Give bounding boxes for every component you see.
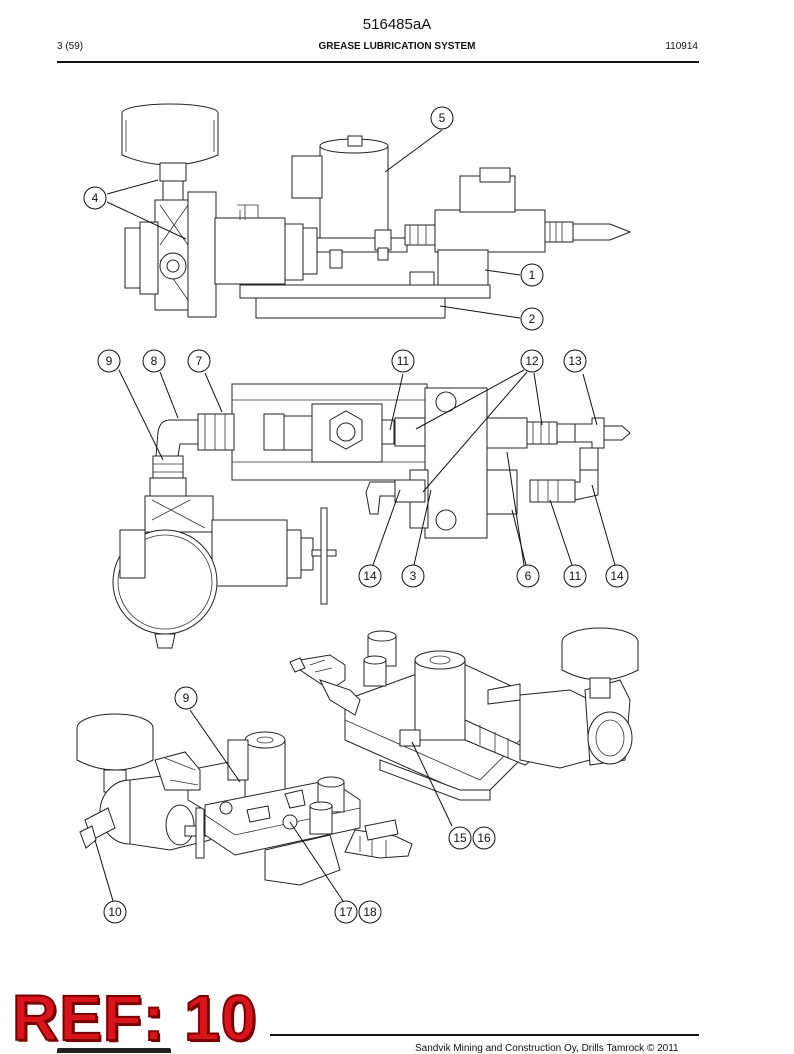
svg-text:10: 10 [108,905,122,919]
page-number: 3 (59) [57,41,84,52]
svg-text:3: 3 [410,569,417,583]
callout-8: 8 [142,349,166,373]
top-assembly-drawing [121,103,632,319]
callout-9-top: 9 [97,349,121,373]
callout-11-bottom: 11 [563,564,587,588]
callout-17: 17 [334,900,358,924]
ref-stamp: REF: 10 [11,982,258,1054]
bottom-left-assembly-drawing [76,713,413,886]
leader-lines [94,129,616,902]
svg-text:6: 6 [525,569,532,583]
callout-14-left: 14 [358,564,382,588]
callout-4: 4 [83,186,107,210]
bottom-right-assembly-drawing [289,627,639,801]
svg-text:17: 17 [339,905,353,919]
svg-text:2: 2 [529,312,536,326]
svg-text:18: 18 [363,905,377,919]
page-title: GREASE LUBRICATION SYSTEM [318,41,476,52]
footer-copyright: Sandvik Mining and Construction Oy, Dril… [415,1043,679,1054]
callout-12: 12 [520,349,544,373]
svg-text:11: 11 [397,354,410,368]
callout-6: 6 [516,564,540,588]
callout-1: 1 [520,263,544,287]
svg-text:9: 9 [183,691,190,705]
callout-7: 7 [187,349,211,373]
svg-text:11: 11 [569,569,582,583]
svg-text:16: 16 [477,831,491,845]
svg-text:9: 9 [106,354,113,368]
document-code: 110914 [665,41,698,52]
svg-text:13: 13 [568,354,582,368]
svg-text:12: 12 [525,354,539,368]
footer-rule [270,1034,699,1036]
callout-14-right: 14 [605,564,629,588]
document-id: 516485aA [362,16,432,33]
svg-text:4: 4 [92,191,99,205]
header-rule [57,61,699,63]
svg-text:1: 1 [529,268,536,282]
callout-15: 15 [448,826,472,850]
svg-text:8: 8 [151,354,158,368]
callout-5: 5 [430,106,454,130]
callout-3: 3 [401,564,425,588]
svg-text:7: 7 [196,354,203,368]
callout-16: 16 [472,826,496,850]
svg-text:15: 15 [453,831,467,845]
callout-18: 18 [358,900,382,924]
callout-13: 13 [563,349,587,373]
callout-9-bottom: 9 [174,686,198,710]
middle-assembly-drawing [112,383,631,649]
svg-text:14: 14 [363,569,377,583]
callout-11-top: 11 [391,349,415,373]
svg-text:14: 14 [610,569,624,583]
callout-2: 2 [520,307,544,331]
callout-10: 10 [103,900,127,924]
logo-bar [57,1048,171,1053]
svg-text:5: 5 [439,111,446,125]
